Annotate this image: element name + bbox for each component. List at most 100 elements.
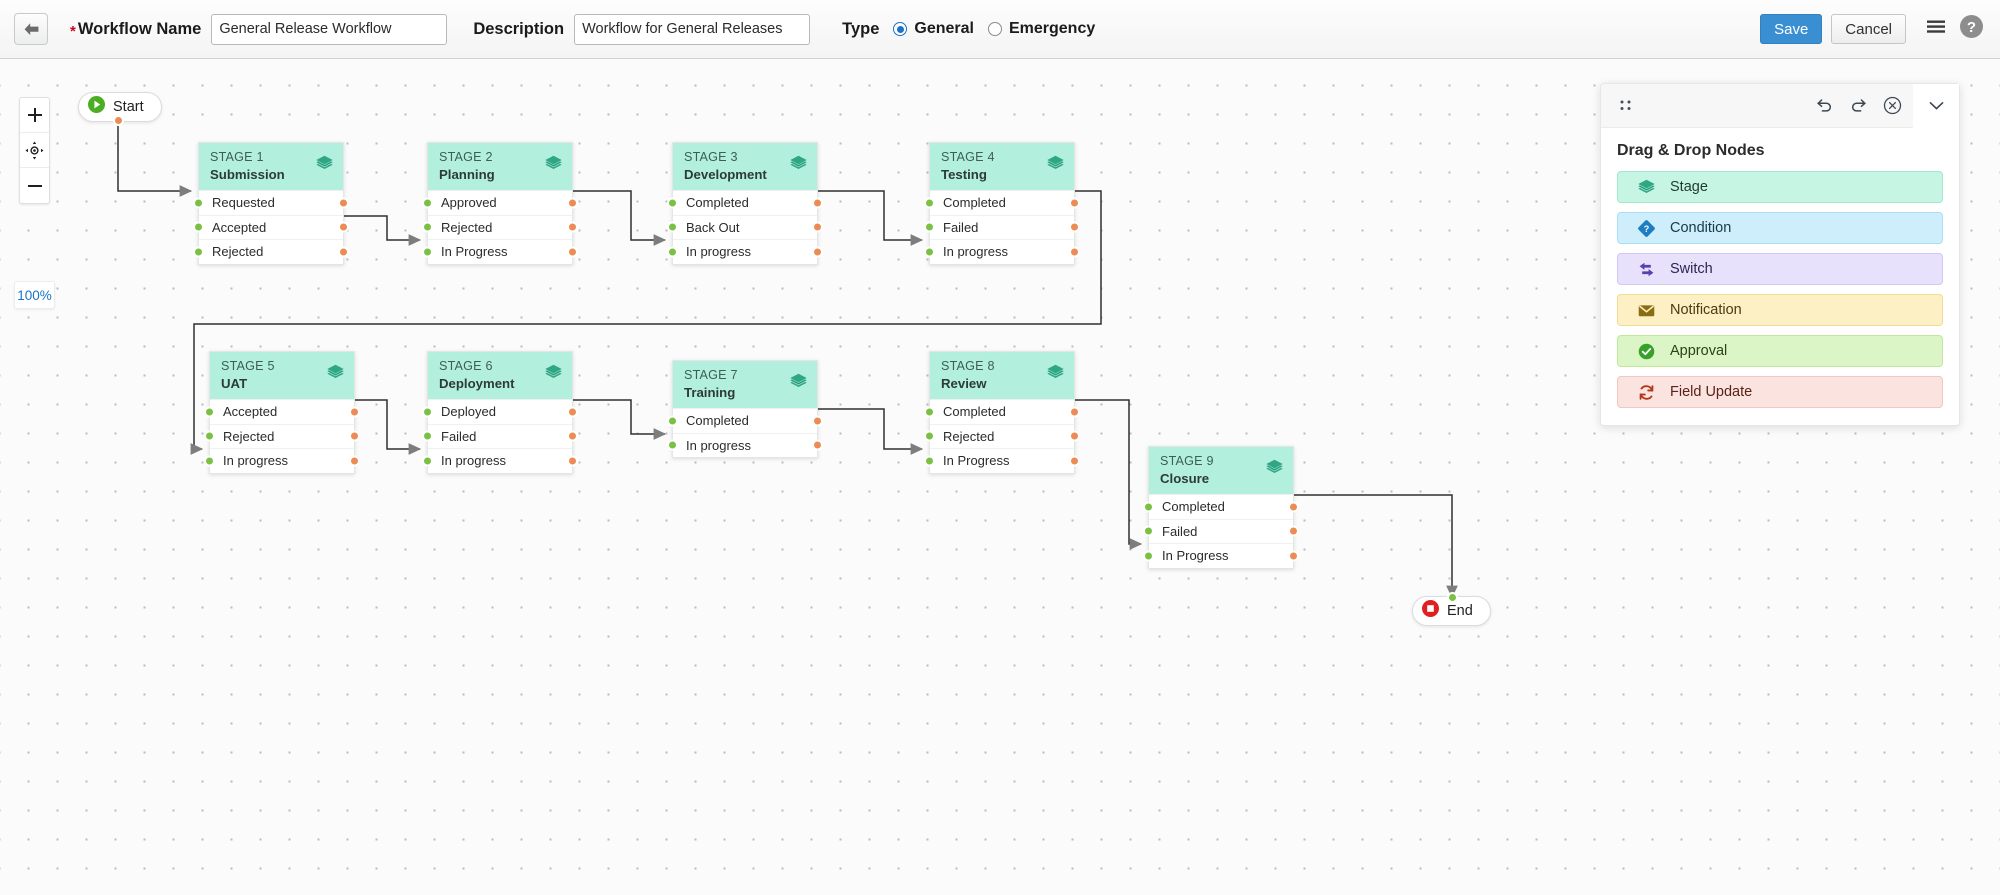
zoom-out-button[interactable]: [20, 168, 49, 203]
end-input-port[interactable]: [1447, 592, 1458, 603]
row-output-port[interactable]: [1288, 501, 1299, 513]
stage-row[interactable]: In progress: [924, 239, 1080, 264]
stage-node-2[interactable]: STAGE 2 Planning Approved Rejected In Pr…: [422, 142, 578, 265]
stage-row[interactable]: Failed: [422, 423, 578, 449]
palette-node-field-update[interactable]: Field Update: [1617, 376, 1943, 408]
stage-node-5[interactable]: STAGE 5 UAT Accepted Rejected In progres…: [204, 351, 360, 474]
palette-node-stage[interactable]: Stage: [1617, 171, 1943, 203]
stage-row[interactable]: Requested: [193, 190, 349, 215]
zoom-in-button[interactable]: [20, 98, 49, 133]
row-output-port[interactable]: [1069, 406, 1080, 418]
drag-handle-icon[interactable]: [1615, 89, 1635, 123]
row-output-port[interactable]: [567, 406, 578, 418]
stage-row[interactable]: Approved: [422, 190, 578, 215]
stage-row[interactable]: Completed: [924, 190, 1080, 215]
description-input[interactable]: [574, 13, 811, 45]
stage-row[interactable]: Completed: [667, 190, 823, 215]
hamburger-menu-icon[interactable]: [1926, 19, 1946, 39]
recenter-icon[interactable]: [20, 133, 49, 168]
row-input-port[interactable]: [667, 221, 678, 233]
row-input-port[interactable]: [422, 406, 433, 418]
stage-row[interactable]: Accepted: [204, 399, 360, 424]
palette-node-switch[interactable]: Switch: [1617, 253, 1943, 285]
stage-row[interactable]: Completed: [667, 408, 823, 433]
row-output-port[interactable]: [567, 221, 578, 233]
row-output-port[interactable]: [1288, 550, 1299, 562]
redo-icon[interactable]: [1841, 89, 1875, 123]
close-circle-icon[interactable]: [1875, 89, 1909, 123]
row-output-port[interactable]: [1069, 455, 1080, 467]
stage-node-6[interactable]: STAGE 6 Deployment Deployed Failed In pr…: [422, 351, 578, 474]
row-input-port[interactable]: [422, 430, 433, 442]
row-input-port[interactable]: [422, 455, 433, 467]
stage-row[interactable]: Completed: [1143, 494, 1299, 519]
back-button[interactable]: [14, 13, 48, 45]
row-input-port[interactable]: [667, 415, 678, 427]
row-input-port[interactable]: [1143, 525, 1154, 537]
row-output-port[interactable]: [567, 455, 578, 467]
stage-row[interactable]: Accepted: [193, 214, 349, 240]
row-input-port[interactable]: [422, 197, 433, 209]
row-output-port[interactable]: [349, 455, 360, 467]
row-input-port[interactable]: [204, 455, 215, 467]
row-output-port[interactable]: [812, 246, 823, 258]
radio-type-emergency[interactable]: Emergency: [987, 20, 1095, 38]
row-output-port[interactable]: [338, 221, 349, 233]
row-input-port[interactable]: [924, 221, 935, 233]
row-input-port[interactable]: [193, 221, 204, 233]
palette-node-condition[interactable]: ? Condition: [1617, 212, 1943, 244]
stage-row[interactable]: In progress: [667, 239, 823, 264]
row-input-port[interactable]: [924, 246, 935, 258]
stage-row[interactable]: In progress: [204, 448, 360, 473]
undo-icon[interactable]: [1807, 89, 1841, 123]
stage-row[interactable]: Rejected: [204, 423, 360, 449]
stage-row[interactable]: In Progress: [1143, 543, 1299, 568]
stage-row[interactable]: In Progress: [422, 239, 578, 264]
row-output-port[interactable]: [812, 197, 823, 209]
row-output-port[interactable]: [1069, 221, 1080, 233]
end-node[interactable]: End: [1412, 592, 1491, 626]
row-input-port[interactable]: [204, 430, 215, 442]
stage-row[interactable]: Back Out: [667, 214, 823, 240]
row-output-port[interactable]: [338, 246, 349, 258]
row-output-port[interactable]: [349, 406, 360, 418]
stage-node-3[interactable]: STAGE 3 Development Completed Back Out I…: [667, 142, 823, 265]
stage-row[interactable]: Failed: [924, 214, 1080, 240]
row-output-port[interactable]: [1069, 246, 1080, 258]
stage-node-7[interactable]: STAGE 7 Training Completed In progress: [667, 360, 823, 458]
row-input-port[interactable]: [924, 406, 935, 418]
chevron-down-icon[interactable]: [1913, 83, 1959, 128]
row-input-port[interactable]: [924, 455, 935, 467]
row-output-port[interactable]: [567, 197, 578, 209]
row-input-port[interactable]: [422, 221, 433, 233]
stage-node-8[interactable]: STAGE 8 Review Completed Rejected In Pro…: [924, 351, 1080, 474]
stage-row[interactable]: In progress: [422, 448, 578, 473]
start-node[interactable]: Start: [78, 92, 162, 126]
row-output-port[interactable]: [812, 415, 823, 427]
stage-row[interactable]: Completed: [924, 399, 1080, 424]
row-input-port[interactable]: [193, 197, 204, 209]
row-input-port[interactable]: [422, 246, 433, 258]
palette-node-notification[interactable]: Notification: [1617, 294, 1943, 326]
row-input-port[interactable]: [667, 197, 678, 209]
stage-node-1[interactable]: STAGE 1 Submission Requested Accepted Re…: [193, 142, 349, 265]
row-output-port[interactable]: [1069, 197, 1080, 209]
help-circle-icon[interactable]: ?: [1959, 14, 1984, 44]
row-input-port[interactable]: [924, 430, 935, 442]
radio-general-dot[interactable]: [893, 22, 908, 36]
row-output-port[interactable]: [812, 439, 823, 451]
stage-node-9[interactable]: STAGE 9 Closure Completed Failed In Prog…: [1143, 446, 1299, 569]
row-input-port[interactable]: [924, 197, 935, 209]
workflow-name-input[interactable]: [211, 13, 448, 45]
row-output-port[interactable]: [567, 430, 578, 442]
save-button[interactable]: Save: [1760, 14, 1823, 44]
row-output-port[interactable]: [1069, 430, 1080, 442]
row-input-port[interactable]: [204, 406, 215, 418]
stage-row[interactable]: Rejected: [422, 214, 578, 240]
row-input-port[interactable]: [667, 246, 678, 258]
palette-node-approval[interactable]: Approval: [1617, 335, 1943, 367]
start-output-port[interactable]: [113, 115, 124, 126]
row-output-port[interactable]: [349, 430, 360, 442]
row-output-port[interactable]: [338, 197, 349, 209]
row-output-port[interactable]: [1288, 525, 1299, 537]
